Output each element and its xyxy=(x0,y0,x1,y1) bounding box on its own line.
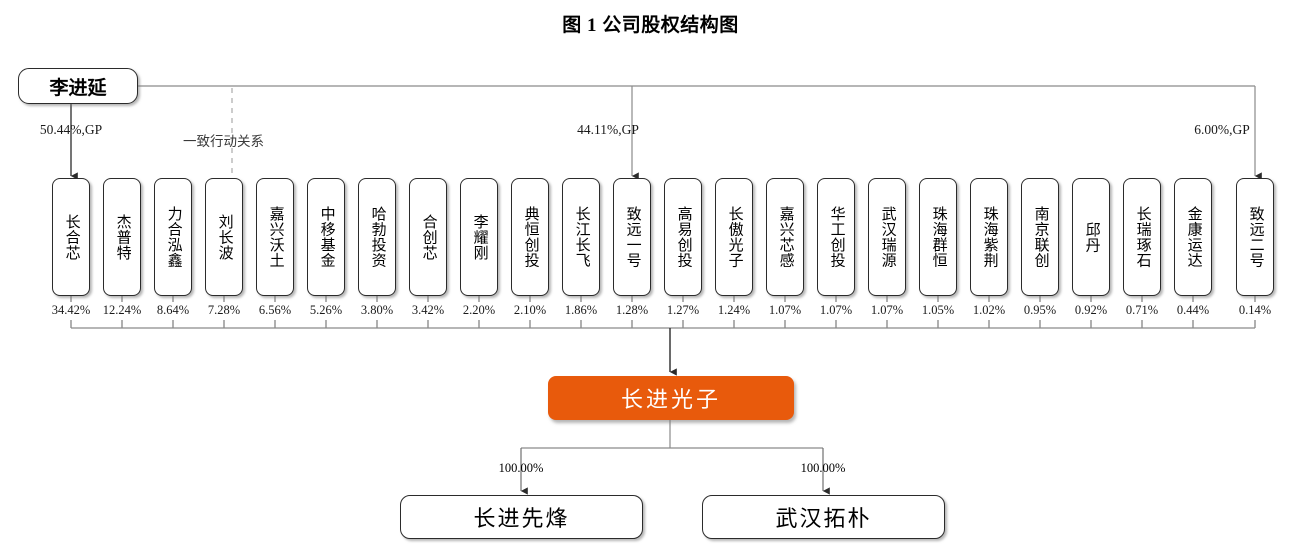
shareholder-percent-label: 6.56% xyxy=(258,303,292,317)
shareholder-percent-label: 34.42% xyxy=(51,303,91,317)
shareholder-node[interactable]: 嘉兴芯感 xyxy=(766,178,804,296)
shareholder-percent-label: 7.28% xyxy=(207,303,241,317)
shareholder-percent-label: 2.20% xyxy=(462,303,496,317)
shareholder-label: 邱丹 xyxy=(1083,221,1100,253)
shareholder-node[interactable]: 刘长波 xyxy=(205,178,243,296)
shareholder-percent-label: 0.92% xyxy=(1074,303,1108,317)
shareholder-label: 珠海紫荆 xyxy=(981,206,998,268)
shareholder-percent-label: 0.71% xyxy=(1125,303,1159,317)
subsidiary-percent-label: 100.00% xyxy=(498,461,544,475)
subsidiary-label: 长进先烽 xyxy=(473,506,570,531)
shareholder-node[interactable]: 嘉兴沃土 xyxy=(256,178,294,296)
shareholder-label: 典恒创投 xyxy=(522,206,539,268)
shareholder-label: 珠海群恒 xyxy=(930,206,947,268)
shareholder-node[interactable]: 珠海群恒 xyxy=(919,178,957,296)
shareholder-label: 长合芯 xyxy=(63,213,80,261)
shareholder-percent-label: 1.86% xyxy=(564,303,598,317)
subsidiary-node[interactable]: 武汉拓朴 xyxy=(702,495,945,539)
shareholder-percent-label: 1.07% xyxy=(819,303,853,317)
shareholder-label: 杰普特 xyxy=(114,213,131,261)
shareholder-label: 嘉兴芯感 xyxy=(777,206,794,268)
shareholder-percent-label: 1.24% xyxy=(717,303,751,317)
shareholder-percent-label: 8.64% xyxy=(156,303,190,317)
root-person-node[interactable]: 李进延 xyxy=(18,68,138,104)
shareholder-percent-label: 1.28% xyxy=(615,303,649,317)
shareholder-label: 嘉兴沃土 xyxy=(267,206,284,268)
shareholder-node[interactable]: 中移基金 xyxy=(307,178,345,296)
shareholder-node[interactable]: 典恒创投 xyxy=(511,178,549,296)
company-label: 长进光子 xyxy=(620,387,721,412)
shareholder-node[interactable]: 武汉瑞源 xyxy=(868,178,906,296)
shareholder-node[interactable]: 致远一号 xyxy=(613,178,651,296)
shareholder-percent-label: 1.05% xyxy=(921,303,955,317)
shareholder-percent-label: 3.42% xyxy=(411,303,445,317)
shareholder-label: 哈勃投资 xyxy=(369,206,386,268)
page-title: 图 1 公司股权结构图 xyxy=(562,15,739,36)
shareholder-node[interactable]: 杰普特 xyxy=(103,178,141,296)
shareholder-node[interactable]: 长江长飞 xyxy=(562,178,600,296)
shareholder-node[interactable]: 高易创投 xyxy=(664,178,702,296)
shareholder-label: 武汉瑞源 xyxy=(879,206,896,268)
shareholder-label: 长傲光子 xyxy=(726,206,743,268)
subsidiary-label: 武汉拓朴 xyxy=(775,506,872,531)
shareholder-label: 华工创投 xyxy=(828,206,845,268)
shareholder-percent-label: 0.14% xyxy=(1238,303,1272,317)
shareholder-node[interactable]: 长瑞琢石 xyxy=(1123,178,1161,296)
shareholder-node[interactable]: 合创芯 xyxy=(409,178,447,296)
shareholder-node[interactable]: 力合泓鑫 xyxy=(154,178,192,296)
shareholder-node[interactable]: 珠海紫荆 xyxy=(970,178,1008,296)
shareholder-percent-label: 3.80% xyxy=(360,303,394,317)
shareholder-label: 长瑞琢石 xyxy=(1134,206,1151,268)
company-node[interactable]: 长进光子 xyxy=(548,376,794,420)
shareholder-node[interactable]: 华工创投 xyxy=(817,178,855,296)
shareholder-label: 力合泓鑫 xyxy=(165,206,182,268)
shareholder-label: 致远一号 xyxy=(624,206,641,268)
concerted-action-label: 一致行动关系 xyxy=(183,134,264,149)
shareholder-node[interactable]: 长傲光子 xyxy=(715,178,753,296)
shareholder-label: 长江长飞 xyxy=(573,206,590,268)
gp-edge-label: 44.11%,GP xyxy=(577,122,639,137)
shareholder-label: 致远二号 xyxy=(1247,206,1264,268)
shareholder-node[interactable]: 金康运达 xyxy=(1174,178,1212,296)
shareholder-label: 李耀刚 xyxy=(471,213,488,261)
shareholder-label: 合创芯 xyxy=(420,213,437,261)
subsidiary-node[interactable]: 长进先烽 xyxy=(400,495,643,539)
shareholder-label: 南京联创 xyxy=(1032,206,1049,268)
shareholder-percent-label: 0.44% xyxy=(1176,303,1210,317)
shareholder-percent-label: 2.10% xyxy=(513,303,547,317)
shareholder-node[interactable]: 邱丹 xyxy=(1072,178,1110,296)
shareholder-percent-label: 1.02% xyxy=(972,303,1006,317)
shareholder-node[interactable]: 哈勃投资 xyxy=(358,178,396,296)
shareholder-node[interactable]: 李耀刚 xyxy=(460,178,498,296)
shareholder-percent-label: 5.26% xyxy=(309,303,343,317)
shareholder-percent-label: 1.07% xyxy=(870,303,904,317)
gp-edge-label: 50.44%,GP xyxy=(39,122,103,137)
shareholder-label: 金康运达 xyxy=(1185,206,1202,268)
shareholder-label: 中移基金 xyxy=(318,206,335,268)
shareholder-node[interactable]: 长合芯 xyxy=(52,178,90,296)
shareholder-node[interactable]: 南京联创 xyxy=(1021,178,1059,296)
shareholder-node[interactable]: 致远二号 xyxy=(1236,178,1274,296)
root-person-label: 李进延 xyxy=(49,77,107,99)
shareholder-percent-label: 1.27% xyxy=(666,303,700,317)
subsidiary-percent-label: 100.00% xyxy=(800,461,846,475)
shareholder-percent-label: 12.24% xyxy=(102,303,142,317)
shareholder-label: 刘长波 xyxy=(216,213,233,261)
gp-edge-label: 6.00%,GP xyxy=(1194,122,1250,137)
shareholder-percent-label: 0.95% xyxy=(1023,303,1057,317)
shareholder-percent-label: 1.07% xyxy=(768,303,802,317)
shareholder-label: 高易创投 xyxy=(675,206,692,268)
